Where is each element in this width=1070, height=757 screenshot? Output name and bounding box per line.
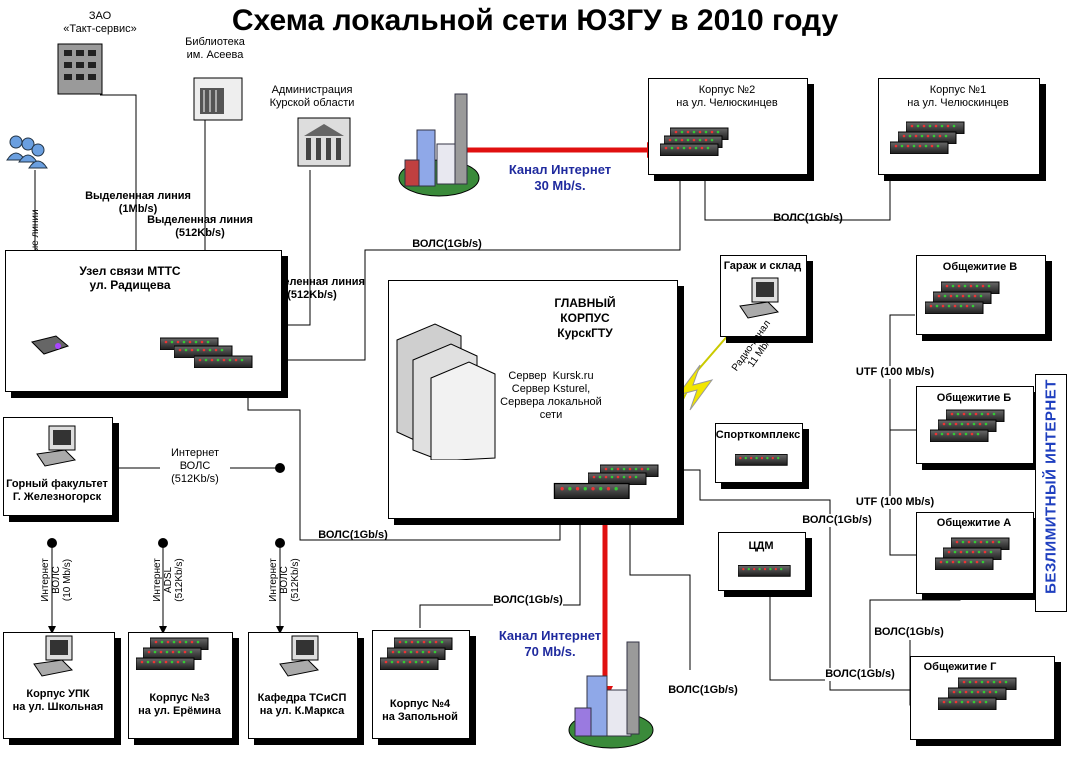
sport-switch-icon — [735, 452, 795, 472]
dorm-v-label: Общежитие В — [942, 261, 1018, 273]
servers-label: Сервер Kursk.ru Сервер Ksturel, Сервера … — [500, 370, 602, 421]
k4-label: Корпус №4 на Запольной — [382, 698, 458, 723]
library-icon — [190, 74, 246, 124]
volc-k4-label: ВОЛС(1Gb/s) — [493, 594, 563, 607]
volc-sport-label: ВОЛС(1Gb/s) — [802, 514, 872, 527]
computer-icon — [32, 634, 82, 680]
volc-top-label: ВОЛС(1Gb/s) — [412, 238, 482, 250]
modem-icon — [30, 332, 70, 358]
city-icon — [565, 640, 665, 752]
channel-bottom-label: Канал Интернет 70 Mb/s. — [498, 628, 602, 659]
volc-bottom-label: ВОЛС(1Gb/s) — [668, 684, 738, 697]
unlimited-internet-label: БЕЗЛИМИТНЫЙ ИНТЕРНЕТ — [1042, 379, 1060, 594]
node-k2 — [648, 78, 808, 175]
dorm-b-label: Общежитие Б — [936, 392, 1012, 404]
k1-switch-icon — [890, 120, 990, 168]
tsisp-link-label: Интернет ВОЛС (512Kb/s) — [268, 558, 301, 602]
gorny-label: Горный факультет Г. Железногорск — [6, 478, 108, 503]
cdm-switch-icon — [738, 563, 798, 583]
volc-cdm-label: ВОЛС(1Gb/s) — [825, 668, 895, 681]
gorny-link-label: Интернет ВОЛС (512Kb/s) — [160, 447, 230, 486]
node-sport — [715, 423, 803, 483]
page-title: Схема локальной сети ЮЗГУ в 2010 году — [231, 4, 839, 37]
city-icon — [395, 90, 485, 200]
users-icon — [4, 130, 48, 174]
k3-link-label: Интернет ADSL (512Kb/s) — [152, 558, 185, 602]
dorm-b-switch-icon — [930, 408, 1020, 454]
server-icon — [395, 320, 505, 460]
sport-label: Спорткомплекс — [715, 429, 801, 441]
node-cdm — [718, 532, 806, 591]
mtts-switch-icon — [160, 336, 260, 380]
government-icon — [292, 112, 356, 170]
computer-icon — [738, 276, 788, 322]
k2-label: Корпус №2 на ул. Челюскинцев — [676, 84, 778, 109]
upk-label: Корпус УПК на ул. Школьная — [12, 688, 104, 713]
k3-switch-icon — [136, 636, 226, 682]
channel-top-label: Канал Интернет 30 Mb/s. — [508, 162, 612, 193]
k1-label: Корпус №1 на ул. Челюскинцев — [907, 84, 1009, 109]
dorm-a-label: Общежитие А — [936, 517, 1012, 529]
main-switch-icon — [548, 463, 663, 507]
cdm-label: ЦДМ — [748, 540, 774, 552]
main-label: ГЛАВНЫЙ КОРПУС КурскГТУ — [554, 296, 616, 340]
dorm-g-switch-icon — [938, 676, 1038, 724]
dorm-a-switch-icon — [935, 536, 1025, 582]
building-icon — [52, 38, 108, 96]
utf2-label: UTF (100 Mb/s) — [850, 496, 940, 509]
org-library-label: Библиотека им. Асеева — [185, 36, 245, 61]
volc-g-label: ВОЛС(1Gb/s) — [874, 626, 944, 639]
computer-icon — [35, 424, 85, 470]
node-mtts — [5, 250, 282, 392]
org-admin-label: Администрация Курской области — [269, 84, 355, 109]
utf1-label: UTF (100 Mb/s) — [850, 366, 940, 379]
mtts-label: Узел связи МТТС ул. Радищева — [79, 264, 181, 292]
dorm-v-switch-icon — [925, 280, 1015, 326]
tsisp-label: Кафедра ТСиСП на ул. К.Маркса — [257, 692, 347, 717]
dorm-g-label: Общежитие Г — [923, 661, 997, 673]
org-takt-label: ЗАО «Такт-сервис» — [63, 10, 137, 35]
volc-left-label: ВОЛС(1Gb/s) — [318, 529, 388, 541]
garage-label: Гараж и склад — [723, 260, 802, 272]
line2-label: Выделенная линия (512Kb/s) — [147, 214, 253, 239]
node-dorm-a — [916, 512, 1034, 594]
node-upk — [3, 632, 115, 739]
k4-switch-icon — [380, 636, 470, 682]
upk-link-label: Интернет ВОЛС (10 Mb/s) — [40, 558, 73, 602]
volc-k12-label: ВОЛС(1Gb/s) — [773, 212, 843, 224]
k3-label: Корпус №3 на ул. Ерёмина — [138, 692, 221, 717]
line1-label: Выделенная линия (1Mb/s) — [85, 190, 191, 215]
computer-icon — [278, 634, 328, 680]
k2-switch-icon — [660, 126, 760, 170]
unlimited-internet-banner: БЕЗЛИМИТНЫЙ ИНТЕРНЕТ — [1035, 374, 1067, 612]
